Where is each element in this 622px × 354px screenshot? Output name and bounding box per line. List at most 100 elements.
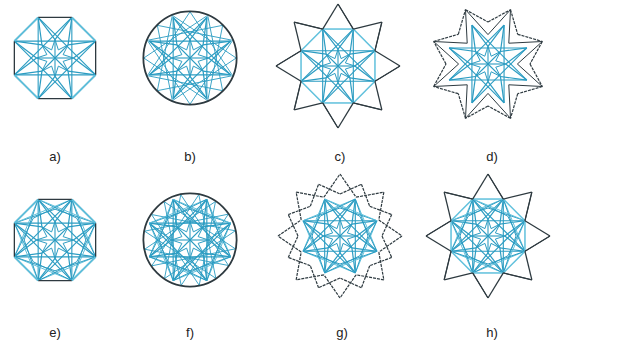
pattern-line [473,174,488,199]
pattern-line [451,221,503,273]
pattern-line [198,55,208,58]
pattern-line [340,243,343,252]
pattern-line [149,41,230,42]
pattern-line [525,192,532,221]
pattern-line [466,10,489,35]
pattern-line [323,233,332,236]
pattern-line [444,251,451,280]
pattern-line [379,236,402,252]
pattern-circle [143,11,236,104]
pattern-line [198,240,208,243]
pattern-line [303,220,377,221]
pattern-line [37,240,47,243]
pattern-line [488,72,491,82]
pattern-line [458,94,465,119]
pattern-line [375,51,400,66]
pattern-line [466,93,489,118]
pattern-line [323,78,326,103]
pattern-line [301,29,353,81]
pattern-line [301,51,326,54]
pattern-line [449,64,470,80]
pattern-line [451,199,503,221]
pattern-line [340,251,377,264]
pattern-line [312,236,325,273]
pattern-line [495,236,504,239]
pattern-line [296,252,301,280]
pattern-line [503,273,532,280]
pattern-line [68,71,96,75]
pattern-line [38,262,77,281]
pattern-line [77,223,96,262]
pattern-line [434,42,468,44]
pattern-line [496,64,506,67]
pattern-line [471,233,480,236]
panel-label: g) [336,326,348,339]
pattern-line [434,42,446,65]
pattern-line [353,22,382,29]
pattern-line [38,17,95,74]
pattern-line [38,71,42,99]
pattern-line [72,75,96,99]
pattern-line [187,66,190,76]
pattern-line [488,273,503,298]
pattern-line [326,54,338,66]
pattern-line [476,52,488,64]
pattern-line [37,237,47,240]
pattern-line [294,22,323,29]
pattern-line [95,41,96,75]
pattern-line [509,85,543,87]
pattern-line [517,42,542,65]
pattern-line [14,257,38,281]
pattern-line [14,223,95,224]
pattern-line [451,251,473,273]
pattern-line [325,199,377,251]
pattern-line [301,50,375,51]
pattern-line [451,216,468,251]
pattern-line [149,223,230,224]
pattern-line [444,273,473,280]
pattern-line [95,223,96,257]
pattern-line [172,237,182,240]
pattern-line [476,52,481,61]
pattern-line [177,66,187,71]
pattern-line [511,94,518,119]
pattern-line [14,223,33,262]
pattern-line [301,29,323,51]
pattern-line [449,48,504,103]
pattern-line [38,17,72,18]
pattern-line [356,192,384,197]
pattern-line [72,75,96,99]
pattern-line [488,243,491,252]
pattern-line [296,275,324,280]
pattern-line [14,218,33,257]
pattern-line [310,266,318,288]
pattern-line [172,55,182,58]
pattern-line [525,236,550,251]
pattern-line [212,218,231,257]
pattern-line [353,103,382,110]
pattern-line [485,243,488,252]
panel-label: h) [486,326,498,339]
pattern-line [530,42,542,65]
pattern-line [530,64,542,87]
pattern-line [509,42,543,44]
pattern-line [55,76,72,98]
pattern-line [173,41,230,98]
pattern-line [303,199,355,221]
pattern-line [14,41,42,45]
pattern-line [303,221,320,256]
pattern-line [294,103,323,110]
pattern-line [350,78,375,81]
pattern-line [374,51,376,82]
pattern-line [473,198,504,200]
pattern-line [326,54,330,63]
pattern-line [38,41,95,98]
pattern-line [495,233,504,236]
pattern-line [375,22,382,51]
pattern-line [518,87,543,94]
pattern-line [323,28,354,30]
pattern-line [42,227,55,240]
pattern-line [288,257,310,265]
pattern-line [324,275,340,298]
pattern-line [208,15,223,90]
